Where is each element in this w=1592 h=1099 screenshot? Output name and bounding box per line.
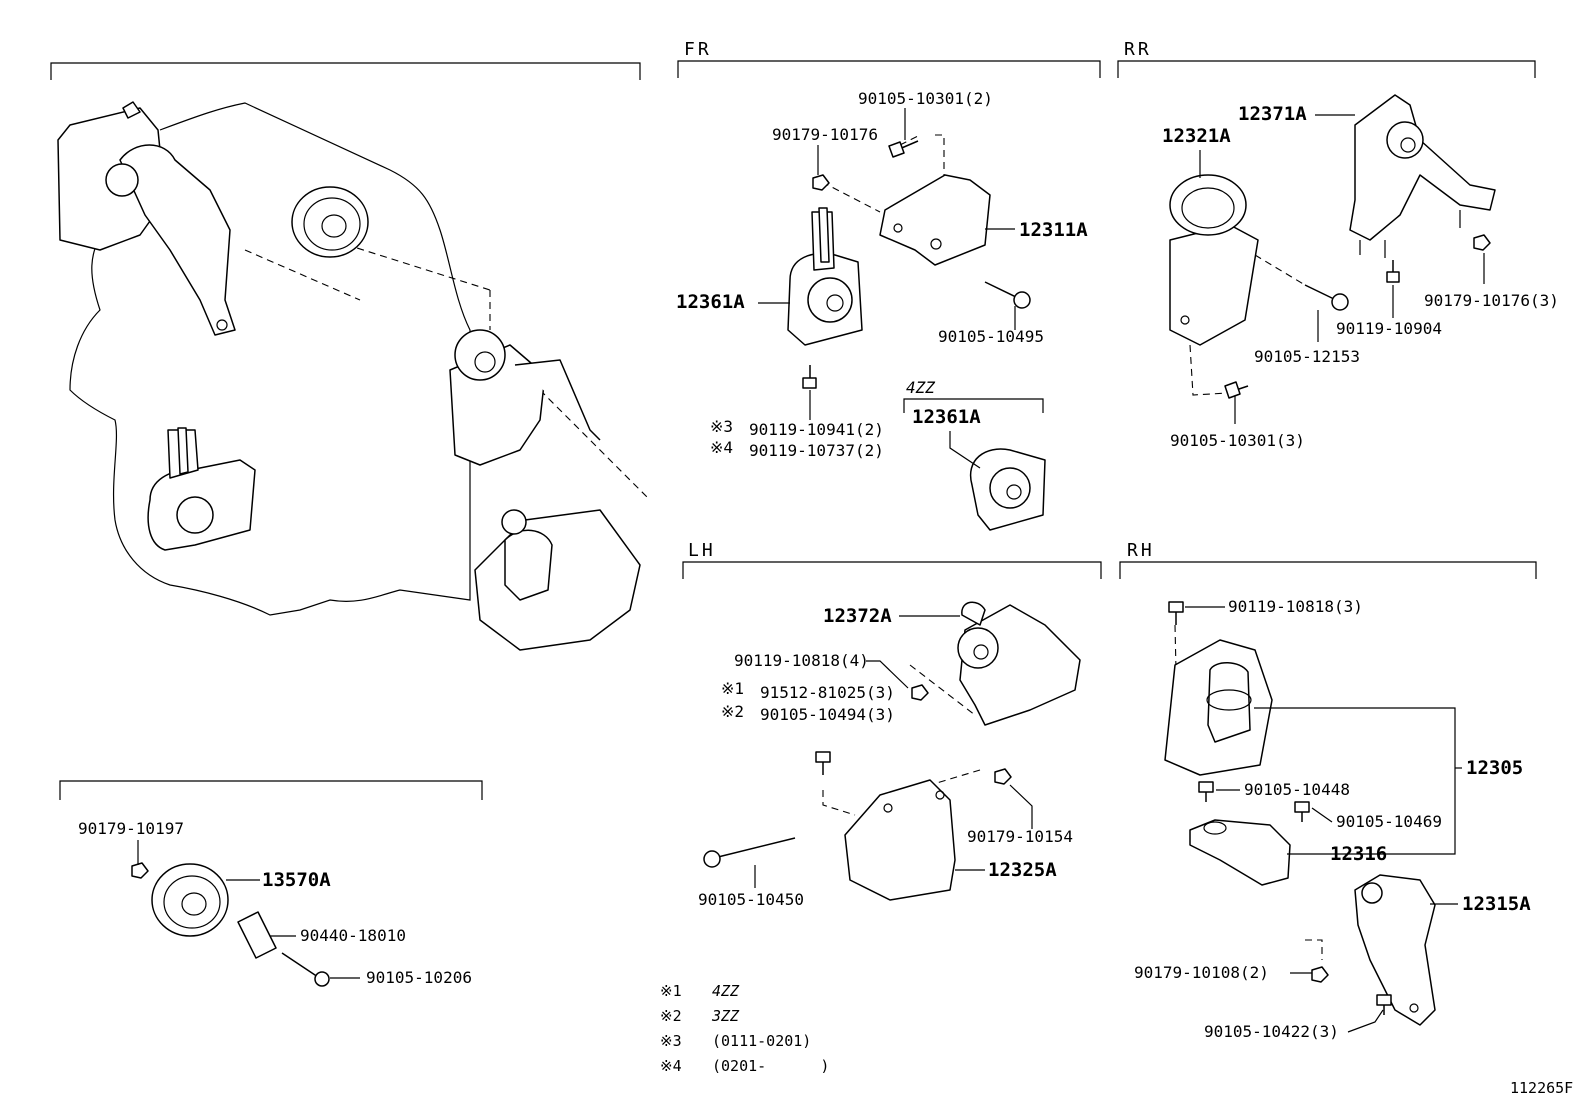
part-label: 90119-10941(2) — [749, 420, 884, 439]
part-label: 12311A — [1019, 219, 1088, 241]
part-label: 90179-10176(3) — [1424, 291, 1559, 310]
overview-bracket — [50, 62, 641, 80]
section-label-rh: RH — [1127, 540, 1155, 561]
part-label: 90105-10450 — [698, 890, 804, 909]
rr-bracket — [1117, 60, 1536, 78]
part-label: 90179-10154 — [967, 827, 1073, 846]
part-label: 90119-10904 — [1336, 319, 1442, 338]
engine-overview-illustration — [57, 101, 651, 651]
part-label: 90119-10737(2) — [749, 441, 884, 460]
rh-bracket — [1119, 561, 1537, 579]
part-label: 90119-10818(3) — [1228, 597, 1363, 616]
part-label: 12321A — [1162, 125, 1231, 147]
section-label-fr: FR — [684, 39, 712, 60]
pulley-bracket — [59, 780, 483, 800]
lh-parts-illustration — [703, 601, 1081, 901]
part-label: 12315A — [1462, 893, 1531, 915]
footnote-text: (0111-0201) — [712, 1032, 811, 1050]
part-label: 91512-81025(3) — [760, 683, 895, 702]
part-label: 13570A — [262, 869, 331, 891]
section-label-fr-4zz: 4ZZ — [906, 378, 935, 397]
part-label: 90105-10494(3) — [760, 705, 895, 724]
diagram-id: 112265F — [1510, 1079, 1573, 1097]
section-label-lh: LH — [688, 540, 716, 561]
lh-bracket — [682, 561, 1102, 579]
leader-lines — [137, 108, 1485, 1033]
footnotes: ※1 4ZZ ※2 3ZZ ※3 (0111-0201) ※4 (0201- ) — [660, 982, 829, 1075]
part-label: 12361A — [676, 291, 745, 313]
rr-parts-illustration — [1169, 94, 1496, 399]
footnote-text: 3ZZ — [711, 1007, 740, 1025]
part-label: 90179-10197 — [78, 819, 184, 838]
footnote-text: (0201- ) — [712, 1057, 829, 1075]
note-mark: ※1 — [721, 679, 744, 698]
part-label: 12361A — [912, 406, 981, 428]
part-label: 90105-10301(3) — [1170, 431, 1305, 450]
footnote-mark: ※3 — [660, 1032, 682, 1050]
section-label-rr: RR — [1124, 39, 1152, 60]
pulley-parts-illustration — [131, 862, 330, 987]
part-label: 90105-12153 — [1254, 347, 1360, 366]
part-label: 90179-10176 — [772, 125, 878, 144]
rh-parts-illustration — [1164, 601, 1436, 1026]
part-label: 90105-10422(3) — [1204, 1022, 1339, 1041]
part-label: 12325A — [988, 859, 1057, 881]
footnote-mark: ※1 — [660, 982, 682, 1000]
part-label: 12371A — [1238, 103, 1307, 125]
part-label: 90105-10448 — [1244, 780, 1350, 799]
fr-parts-illustration — [787, 134, 1046, 531]
part-label: 90179-10108(2) — [1134, 963, 1269, 982]
note-mark: ※4 — [710, 438, 733, 457]
footnote-mark: ※2 — [660, 1007, 682, 1025]
note-mark: ※2 — [721, 702, 744, 721]
footnote-mark: ※4 — [660, 1057, 682, 1075]
part-label: 90105-10206 — [366, 968, 472, 987]
part-label: 12316 — [1330, 843, 1387, 865]
note-mark: ※3 — [710, 417, 733, 436]
part-label: 12372A — [823, 605, 892, 627]
part-label: 12305 — [1466, 757, 1523, 779]
fr-4zz-bracket — [903, 398, 1044, 413]
part-label: 90119-10818(4) — [734, 651, 869, 670]
part-label: 90440-18010 — [300, 926, 406, 945]
footnote-text: 4ZZ — [712, 982, 740, 1000]
fr-bracket — [677, 60, 1101, 78]
part-label: 90105-10495 — [938, 327, 1044, 346]
part-label: 90105-10301(2) — [858, 89, 993, 108]
part-label: 90105-10469 — [1336, 812, 1442, 831]
